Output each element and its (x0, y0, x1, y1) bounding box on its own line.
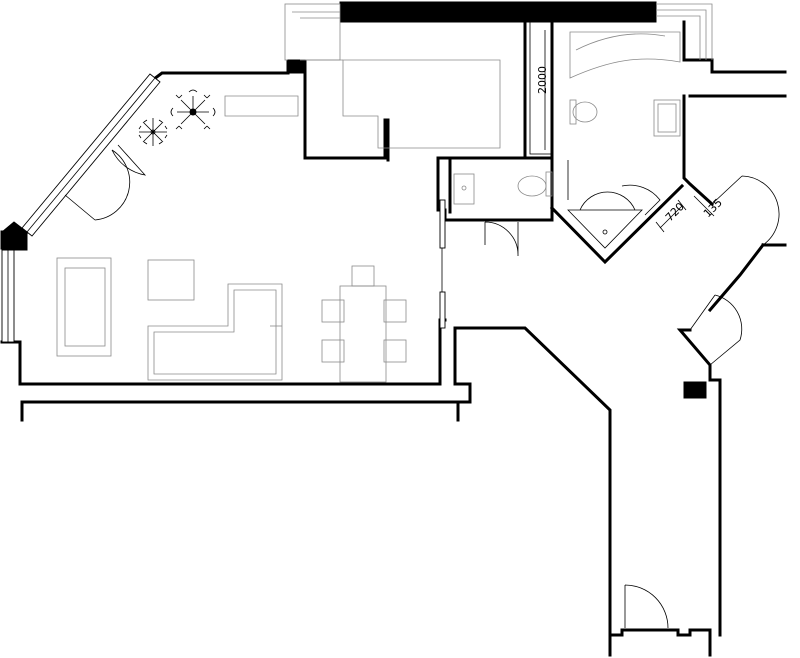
wall-corridor-east-lower (676, 328, 722, 637)
plant-icon (138, 118, 168, 146)
wall-bath-east-lower (682, 94, 715, 207)
shaft-box (529, 21, 553, 155)
chair (383, 339, 407, 363)
doors (64, 144, 780, 629)
armchair (147, 259, 195, 301)
wall-corridor-inner (453, 382, 472, 404)
door-slide-1[interactable] (439, 199, 446, 249)
shaft: 2000 (529, 21, 553, 155)
chair (383, 299, 407, 323)
wc (453, 171, 553, 205)
corner-sofa (147, 283, 283, 381)
wc-toilet-bowl (517, 175, 547, 197)
dimension-2000: 2000 (536, 66, 549, 94)
window-bath (656, 3, 713, 60)
door-east-entrance[interactable] (711, 175, 780, 246)
wall-corner-west (1, 221, 28, 251)
kitchen (224, 59, 501, 149)
wall-kitchen-pillar (287, 59, 306, 74)
wall-south-exterior (20, 400, 460, 422)
door-living-northwest[interactable] (64, 149, 131, 221)
windows (1, 3, 713, 343)
wall-corridor-east-diag (707, 242, 766, 313)
chair (351, 265, 375, 287)
door-corridor-east[interactable] (689, 294, 743, 366)
door-slide-2[interactable] (439, 291, 446, 329)
wall-wc (436, 158, 554, 222)
sofa (56, 257, 112, 357)
wall-corridor-west (453, 326, 612, 637)
wall-bath-diagonal (549, 183, 685, 265)
wall-living-north (24, 58, 387, 235)
dimension-135: 135 (701, 196, 725, 220)
door-living-north[interactable] (111, 144, 147, 176)
chair (321, 339, 345, 363)
kitchen-counter (342, 59, 501, 149)
wall-pillar (683, 381, 707, 399)
bath-sink (653, 99, 681, 137)
dimension-720: 720 (663, 200, 687, 224)
plant-icon (170, 89, 216, 130)
chair (321, 299, 345, 323)
wall-top-block (339, 1, 657, 23)
living-room (56, 89, 407, 383)
wall-kitchen-counter (383, 118, 390, 162)
bathroom: 720 135 (567, 31, 725, 249)
wall-corridor-bottom (608, 628, 712, 657)
door-corridor-south[interactable] (624, 584, 669, 629)
wc-sink (453, 173, 475, 205)
bath-tub (569, 31, 681, 79)
bath-shower (567, 209, 643, 249)
door-bath[interactable] (621, 184, 661, 216)
bath-toilet (572, 101, 598, 123)
dining-table (339, 285, 387, 383)
wall-bath-east (682, 20, 787, 74)
window-kitchen (284, 3, 341, 61)
door-wc[interactable] (484, 221, 519, 257)
kitchen-counter-top (224, 95, 299, 117)
